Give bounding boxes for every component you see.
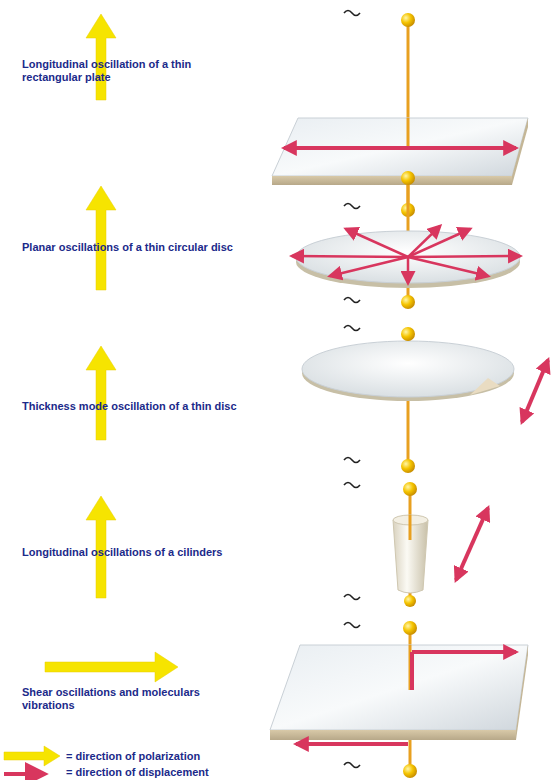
mode-caption: Shear oscillations and moleculars vibrat… (22, 686, 252, 712)
legend-text: = direction of polarization (66, 750, 200, 763)
mode-caption: Longitudinal oscillations of a cilinders (22, 546, 252, 559)
legend-text: = direction of displacement (66, 766, 209, 779)
mode-caption: Longitudinal oscillation of a thin recta… (22, 58, 252, 84)
mode-caption: Thickness mode oscillation of a thin dis… (22, 400, 252, 413)
mode-caption: Planar oscillations of a thin circular d… (22, 241, 252, 254)
